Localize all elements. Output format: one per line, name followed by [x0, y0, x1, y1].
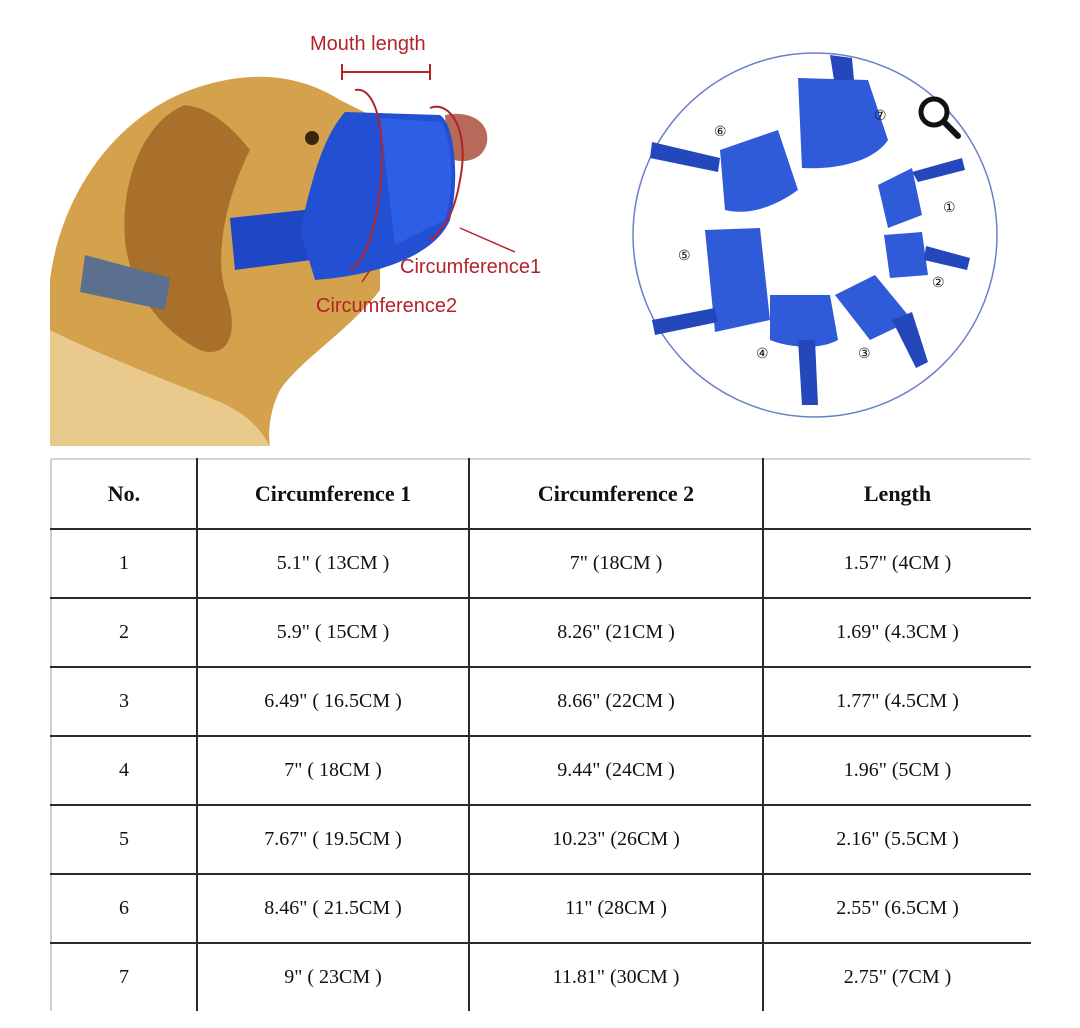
muzzle-size-6	[650, 130, 798, 212]
size-table: No. Circumference 1 Circumference 2 Leng…	[50, 458, 1031, 1011]
cell-length: 2.55" (6.5CM )	[763, 873, 1031, 944]
table-row: 5 7.67" ( 19.5CM ) 10.23" (26CM ) 2.16" …	[50, 804, 1031, 875]
segment-number-3: ③	[858, 345, 871, 361]
header-circumference-2: Circumference 2	[469, 458, 764, 530]
cell-length: 1.96" (5CM )	[763, 735, 1031, 806]
muzzle-size-4	[770, 295, 838, 405]
dog-muzzle-svg: Mouth length Circumference1 Circumferenc…	[50, 33, 541, 446]
cell-circumference-2: 8.66" (22CM )	[469, 666, 764, 737]
cell-circumference-1: 8.46" ( 21.5CM )	[197, 873, 470, 944]
table-row: 6 8.46" ( 21.5CM ) 11" (28CM ) 2.55" (6.…	[50, 873, 1031, 944]
muzzle-size-5	[652, 228, 770, 335]
magnifier-icon[interactable]	[912, 90, 964, 142]
cell-circumference-1: 9" ( 23CM )	[197, 942, 470, 1011]
muzzle-size-7	[798, 55, 888, 169]
cell-length: 1.69" (4.3CM )	[763, 597, 1031, 668]
cell-circumference-1: 5.1" ( 13CM )	[197, 528, 470, 599]
cell-no: 5	[50, 804, 198, 875]
cell-circumference-2: 11" (28CM )	[469, 873, 764, 944]
segment-number-6: ⑥	[714, 123, 727, 139]
segment-number-5: ⑤	[678, 247, 691, 263]
segment-number-2: ②	[932, 274, 945, 290]
outer-ring	[632, 52, 998, 418]
circumference2-leader	[361, 269, 371, 283]
cell-circumference-1: 6.49" ( 16.5CM )	[197, 666, 470, 737]
mouth-length-label: Mouth length	[310, 33, 426, 55]
cell-no: 4	[50, 735, 198, 806]
cell-circumference-2: 8.26" (21CM )	[469, 597, 764, 668]
cell-circumference-2: 10.23" (26CM )	[469, 804, 764, 875]
cell-circumference-1: 5.9" ( 15CM )	[197, 597, 470, 668]
circumference2-label: Circumference2	[316, 295, 457, 317]
magnifier-svg	[918, 96, 961, 139]
dog-eye	[305, 131, 319, 145]
cell-no: 2	[50, 597, 198, 668]
dog-muzzle-illustration: Mouth length Circumference1 Circumferenc…	[50, 30, 570, 446]
dog-neck-shade	[50, 330, 270, 446]
table-row: 2 5.9" ( 15CM ) 8.26" (21CM ) 1.69" (4.3…	[50, 597, 1031, 668]
table-header-row: No. Circumference 1 Circumference 2 Leng…	[50, 458, 1031, 530]
muzzle-size-1	[878, 158, 965, 228]
cell-no: 3	[50, 666, 198, 737]
table-row: 3 6.49" ( 16.5CM ) 8.66" (22CM ) 1.77" (…	[50, 666, 1031, 737]
table-row: 4 7" ( 18CM ) 9.44" (24CM ) 1.96" (5CM )	[50, 735, 1031, 806]
header-length: Length	[763, 458, 1031, 530]
muzzle-size-2	[884, 232, 970, 278]
cell-circumference-1: 7" ( 18CM )	[197, 735, 470, 806]
dog-collar	[80, 255, 170, 310]
cell-no: 7	[50, 942, 198, 1011]
circumference2-arc	[349, 88, 384, 271]
cell-circumference-2: 11.81" (30CM )	[469, 942, 764, 1011]
muzzle-sizes-svg: ① ② ③ ④ ⑤ ⑥ ⑦	[632, 52, 998, 418]
table-row: 1 5.1" ( 13CM ) 7" (18CM ) 1.57" (4CM )	[50, 528, 1031, 599]
cell-no: 1	[50, 528, 198, 599]
cell-length: 1.77" (4.5CM )	[763, 666, 1031, 737]
muzzle-panel	[380, 118, 452, 245]
circumference1-leader	[459, 227, 516, 253]
cell-no: 6	[50, 873, 198, 944]
segment-number-4: ④	[756, 345, 769, 361]
header-circumference-1: Circumference 1	[197, 458, 470, 530]
header-no: No.	[50, 458, 198, 530]
cell-circumference-2: 9.44" (24CM )	[469, 735, 764, 806]
table-row: 7 9" ( 23CM ) 11.81" (30CM ) 2.75" (7CM …	[50, 942, 1031, 1011]
cell-length: 1.57" (4CM )	[763, 528, 1031, 599]
cell-circumference-2: 7" (18CM )	[469, 528, 764, 599]
dog-nose	[445, 113, 488, 162]
segment-number-7: ⑦	[874, 107, 887, 123]
cell-length: 2.75" (7CM )	[763, 942, 1031, 1011]
cell-length: 2.16" (5.5CM )	[763, 804, 1031, 875]
segment-number-1: ①	[943, 199, 956, 215]
circumference1-label: Circumference1	[400, 256, 541, 278]
circumference1-arc	[429, 105, 464, 241]
cell-circumference-1: 7.67" ( 19.5CM )	[197, 804, 470, 875]
muzzle-size-3	[835, 275, 928, 368]
muzzle-sizes-ring: ① ② ③ ④ ⑤ ⑥ ⑦	[630, 50, 1000, 420]
